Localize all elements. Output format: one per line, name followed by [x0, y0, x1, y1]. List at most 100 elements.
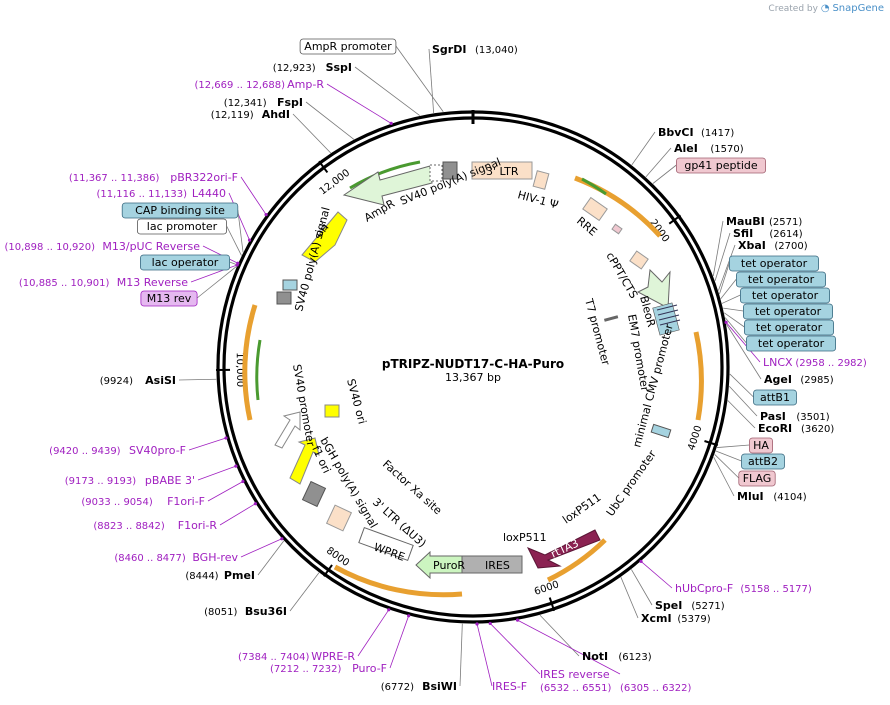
m13-reverse-name: M13 Reverse	[117, 276, 188, 289]
xbai-coord: (2700)	[774, 241, 807, 252]
tet-op-6-box	[746, 335, 837, 352]
snapgene-branding: Created by ◔ SnapGene	[768, 3, 884, 14]
label-ubc: UbC promoter	[604, 448, 659, 519]
connector-ecori	[727, 400, 756, 429]
label-sv40ori: SV40 ori	[344, 377, 369, 425]
wpre-r-name: WPRE-R	[311, 650, 355, 663]
plasmid-name: pTRIPZ-NUDT17-C-HA-Puro	[382, 357, 564, 371]
label-hiv1psi: HIV-1 Ψ	[516, 188, 560, 211]
label-flag: FLAG	[738, 470, 776, 487]
label-asisi: (9924)AsiSI	[100, 374, 176, 387]
connector-sfii	[714, 232, 731, 281]
label-l4440: (11,116 .. 11,133)L4440	[97, 187, 227, 200]
label-cap-binding-site: CAP binding site	[121, 202, 239, 219]
primer-site-ncoord-6305	[515, 618, 520, 622]
label-sv40pa2: SV40 poly(A) signal	[292, 206, 332, 313]
ampr-promoter-name: AmpR promoter	[304, 40, 392, 53]
connector-att-b2	[715, 450, 742, 462]
ires-f-name: IRES-F	[492, 680, 527, 693]
rtta3-arrow	[526, 529, 601, 569]
sv40-ori-box	[324, 404, 340, 418]
pasi-name: PasI	[760, 410, 786, 423]
connector-f1ori-r	[219, 503, 256, 526]
primer-site-f1ori-r	[253, 502, 257, 506]
tick-mark	[323, 564, 333, 577]
pasi-coord: (3501)	[796, 412, 829, 423]
sfii-coord: (2614)	[769, 229, 802, 240]
label-lac-operator: lac operator	[139, 254, 230, 271]
connector-tet-op-6	[724, 317, 747, 344]
sv40-promoter-arrow	[274, 411, 301, 449]
label-xcmi: XcmI(5379)	[641, 612, 711, 625]
connector-pasi	[728, 385, 758, 417]
connector-tet-op-5	[723, 312, 745, 328]
pbr322ori-f-coord: (11,367 .. 11,386)	[69, 173, 160, 184]
label-pmei: (8444) PmeI	[185, 569, 255, 582]
connector-puro-f	[389, 615, 410, 669]
ampr-arrow	[342, 165, 433, 206]
label-f1ori-r: (8823 .. 8842)F1ori-R	[93, 519, 217, 532]
ha-name: HA	[753, 439, 769, 452]
label-maubi: MauBI(2571)	[726, 215, 802, 228]
label-m13-rev: M13 rev	[140, 290, 198, 307]
tet-op-5-box	[744, 319, 835, 336]
connector-spei	[631, 569, 653, 606]
connector-sv40pro-f	[188, 437, 227, 451]
sv40pro-f-name: SV40pro-F	[129, 444, 186, 457]
connector-cap-binding-site	[237, 209, 244, 253]
plasmid-size: 13,367 bp	[445, 371, 501, 384]
green-arc-top	[581, 177, 607, 196]
label-tet-op-4: tet operator	[743, 303, 834, 320]
connector-tet-op-3	[721, 294, 741, 304]
hiv-psi-box	[532, 170, 550, 190]
l4440-coord: (11,116 .. 11,133)	[97, 189, 188, 200]
asisi-name: AsiSI	[145, 374, 176, 387]
connector-hubcpro-f	[640, 561, 673, 589]
cppt-box	[629, 250, 649, 270]
connector-ha	[717, 444, 750, 448]
tet-op-3-name: tet operator	[752, 289, 819, 302]
sv40pa-top-box	[442, 161, 458, 180]
lac-promoter-name: lac promoter	[147, 220, 218, 233]
label-pbr322ori-f: (11,367 .. 11,386)pBR322ori-F	[69, 171, 238, 184]
fspi-coord: (12,341)	[224, 98, 267, 109]
primer-site-wpre-r	[387, 608, 391, 612]
ncoord-6305-coord: (6305 .. 6322)	[620, 683, 692, 694]
ecori-coord: (3620)	[801, 424, 834, 435]
xbai-name: XbaI	[738, 239, 766, 252]
ampr-promoter-box	[299, 38, 397, 55]
bgh-rev-coord: (8460 .. 8477)	[114, 553, 186, 564]
primer-site-amp-r	[389, 121, 393, 125]
label-pasi: PasI (3501)	[760, 410, 830, 423]
primer-site-sv40pro-f	[224, 436, 228, 440]
lac-operator-marker	[282, 279, 298, 291]
label-bsiwi: (6772)BsiWI	[381, 680, 457, 693]
alei-coord: (1570)	[710, 144, 743, 155]
label-pbabe-3: (9173 .. 9193)pBABE 3'	[65, 474, 195, 487]
pmei-coord: (8444)	[185, 571, 218, 582]
ires-reverse-name: IRES reverse	[540, 668, 610, 681]
primer-site-puro-f	[407, 614, 411, 618]
connector-maubi	[712, 220, 724, 276]
connector-fspi	[305, 101, 355, 140]
lncx-name: LNCX	[763, 356, 793, 369]
sgrdi-coord: (13,040)	[475, 45, 518, 56]
label-ncoord-6305: (6305 .. 6322)	[620, 683, 692, 694]
label-rtta3: rtTA3	[549, 537, 581, 561]
pmei-name: PmeI	[224, 569, 255, 582]
wpre-r-coord: (7384 .. 7404)	[238, 652, 310, 663]
label-tet-op-1: tet operator	[729, 255, 820, 272]
tet-op-5-name: tet operator	[756, 321, 823, 334]
pbabe-3-name: pBABE 3'	[145, 474, 195, 487]
f1ori-arrow	[289, 437, 320, 485]
m13-reverse-coord: (10,885 .. 10,901)	[19, 278, 110, 289]
label-bsu36i: (8051)Bsu36I	[204, 605, 287, 618]
connector-flag	[714, 454, 740, 479]
lncx-coord: (2958 .. 2982)	[795, 358, 867, 369]
connector-m13-rev	[196, 266, 237, 299]
connector-mlui	[713, 456, 735, 497]
att-b1-box	[753, 389, 797, 406]
cap-binding-site-name: CAP binding site	[135, 204, 225, 217]
